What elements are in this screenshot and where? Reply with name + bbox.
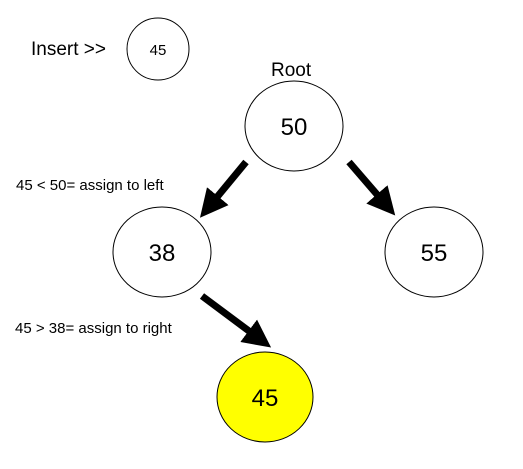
tree-node-inserted: 45 bbox=[216, 351, 314, 443]
node-value-text: 50 bbox=[281, 114, 308, 141]
edge-38-to-45 bbox=[199, 293, 272, 348]
root-label: Root bbox=[271, 60, 312, 81]
edge-50-to-38 bbox=[199, 159, 249, 218]
edge-50-to-55 bbox=[346, 159, 396, 216]
left-comparison-note: 45 < 50= assign to left bbox=[16, 177, 164, 194]
node-value-text: 55 bbox=[421, 240, 448, 267]
tree-node-left: 38 bbox=[112, 206, 212, 298]
node-value-text: 45 bbox=[252, 385, 279, 412]
insert-value-text: 45 bbox=[150, 42, 167, 59]
node-value-text: 38 bbox=[149, 240, 176, 267]
tree-node-right: 55 bbox=[384, 206, 484, 298]
tree-node-root: 50 bbox=[244, 80, 344, 172]
insert-label: Insert >> bbox=[31, 39, 106, 60]
right-comparison-note: 45 > 38= assign to right bbox=[15, 320, 172, 337]
insert-value-node: 45 bbox=[126, 17, 190, 81]
